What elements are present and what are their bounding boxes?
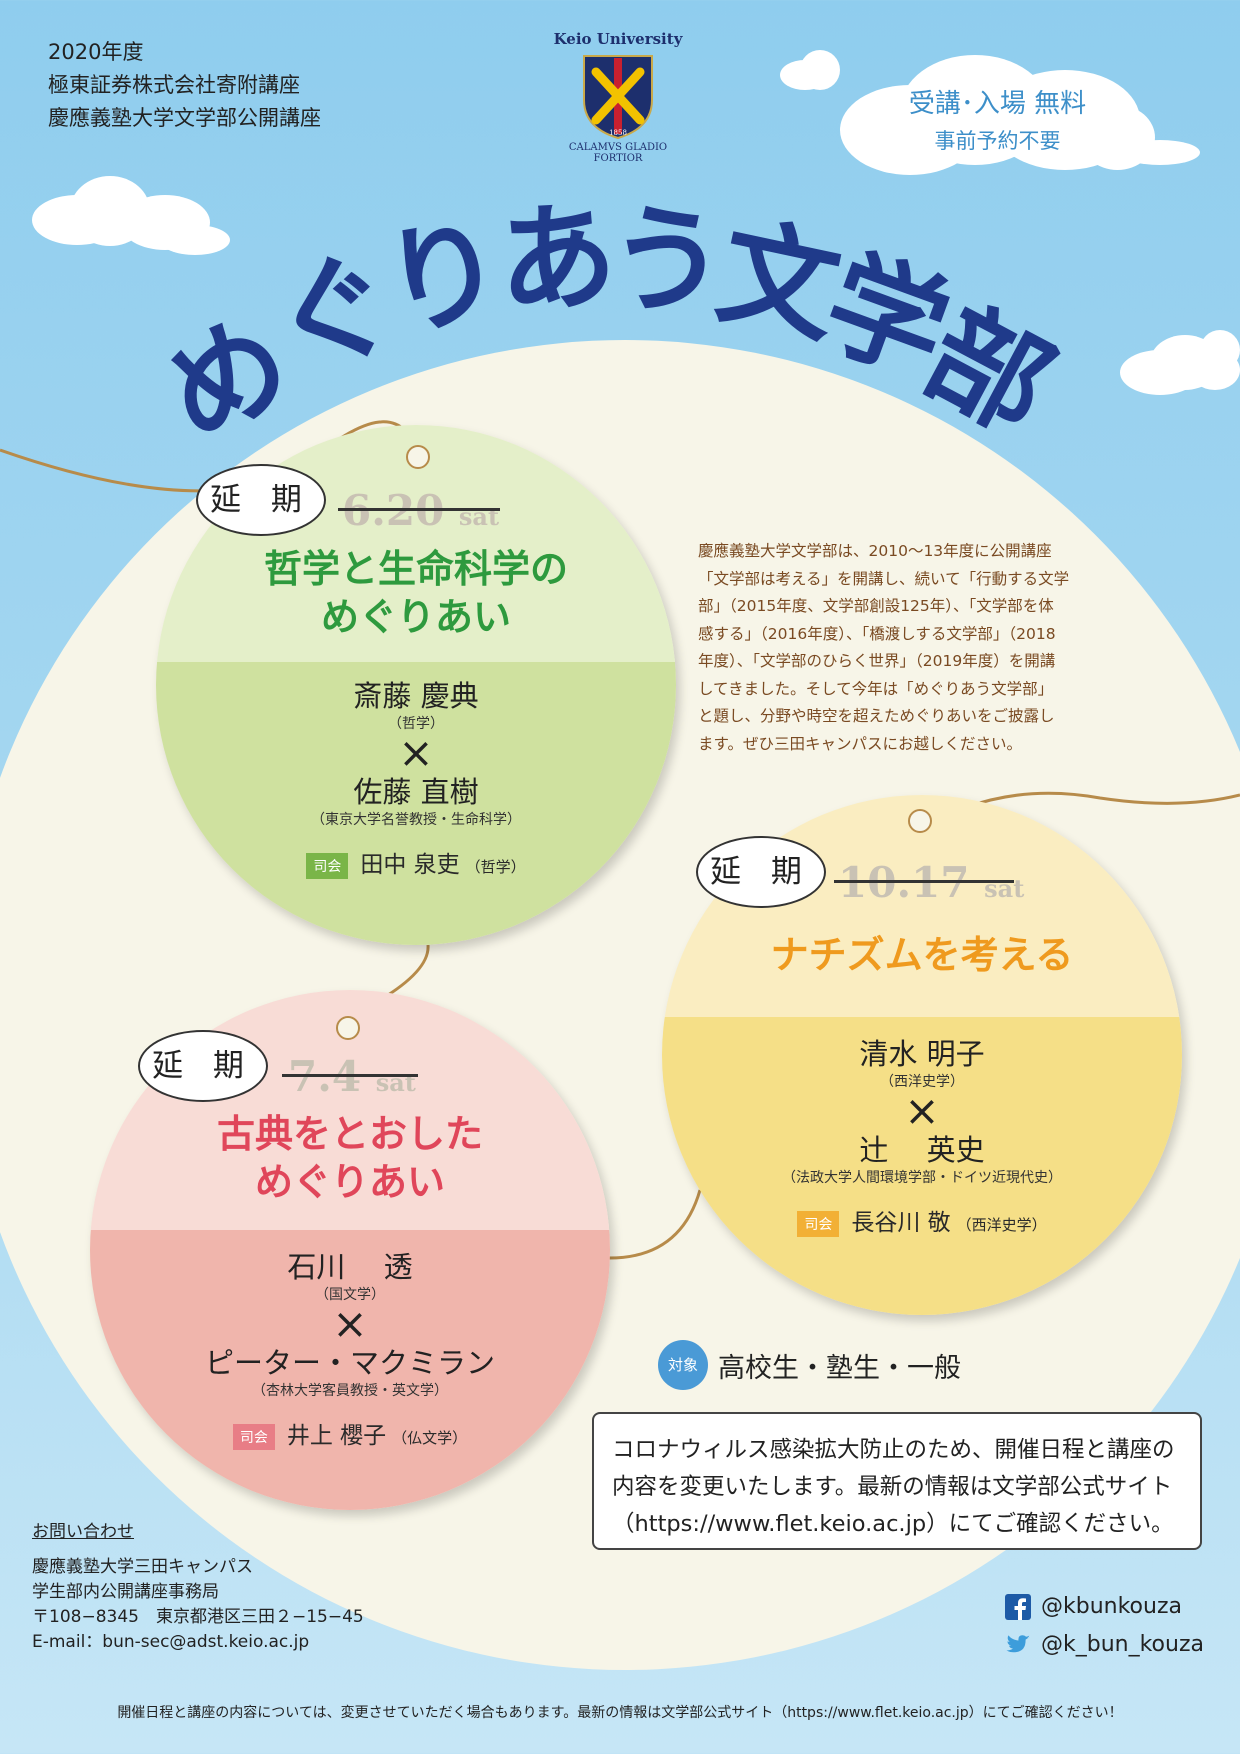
lecture-speakers: 斎藤 慶典 （哲学） × 佐藤 直樹 （東京大学名誉教授・生命科学） 司会田中 … (156, 677, 676, 879)
speaker-affiliation: （西洋史学） (880, 1074, 964, 1090)
logo-motto: CALAMVS GLADIO FORTIOR (568, 142, 668, 164)
lecture-title: ナチズムを考える (770, 933, 1074, 977)
contact-info: お問い合わせ 慶應義塾大学三田キャンパス 学生部内公開講座事務局 〒108−83… (32, 1520, 364, 1655)
moderator-affiliation: （仏文学） (392, 1429, 468, 1447)
contact-heading: お問い合わせ (32, 1522, 134, 1542)
moderator: 司会田中 泉吏 （哲学） (156, 845, 676, 879)
date-strike (282, 1074, 418, 1077)
moderator-name: 田中 泉吏 (360, 852, 460, 878)
moderator-badge: 司会 (797, 1210, 840, 1237)
header-block: 2020年度 極東証券株式会社寄附講座 慶應義塾大学文学部公開講座 (48, 36, 321, 135)
lecture-title: 古典をとおした めぐりあい (216, 1112, 483, 1204)
logo-university: Keio University (553, 30, 683, 48)
admission-cloud: 受講･入場 無料 事前予約不要 (840, 55, 1200, 175)
tag-hole (908, 809, 932, 833)
postponed-badge: 延 期 (196, 464, 326, 536)
speaker-name: 石川 透 (287, 1250, 413, 1284)
speaker-affiliation: （哲学） (388, 716, 444, 732)
lecture-speakers: 清水 明子 （西洋史学） × 辻 英史 （法政大学人間環境学部・ドイツ近現代史）… (662, 1035, 1182, 1237)
header-sponsor: 極東証券株式会社寄附講座 (48, 73, 300, 97)
covid-notice: コロナウィルス感染拡大防止のため、開催日程と講座の 内容を変更いたします。最新の… (592, 1412, 1202, 1550)
description: 慶應義塾大学文学部は、2010〜13年度に公開講座 「文学部は考える」を開講し、… (698, 542, 1070, 753)
moderator: 司会長谷川 敬 （西洋史学） (662, 1203, 1182, 1237)
moderator-name: 井上 櫻子 (286, 1423, 387, 1449)
footer-note: 開催日程と講座の内容については、変更させていただく場合もあります。最新の情報は文… (117, 1705, 1123, 1721)
lecture-title: 哲学と生命科学の めぐりあい (263, 547, 568, 639)
contact-line: 慶應義塾大学三田キャンパス (32, 1557, 253, 1577)
facebook-link[interactable]: @kbunkouza (1005, 1588, 1204, 1626)
speaker-affiliation: （法政大学人間環境学部・ドイツ近現代史） (782, 1170, 1062, 1186)
speaker-name: 清水 明子 (859, 1037, 985, 1071)
lecture-tag-1: 哲学と生命科学の めぐりあい 斎藤 慶典 （哲学） × 佐藤 直樹 （東京大学名… (156, 425, 676, 945)
cross-mark: × (904, 1086, 940, 1135)
moderator-affiliation: （哲学） (465, 858, 526, 876)
cross-mark: × (398, 728, 434, 777)
contact-email[interactable]: E-mail：bun-sec@adst.keio.ac.jp (32, 1632, 310, 1652)
moderator-affiliation: （西洋史学） (956, 1216, 1047, 1234)
cross-mark: × (332, 1299, 368, 1348)
contact-line: 学生部内公開講座事務局 (32, 1582, 219, 1602)
date-strike (338, 508, 500, 511)
moderator-badge: 司会 (306, 852, 349, 879)
tag-hole (336, 1016, 360, 1040)
tag-hole (406, 445, 430, 469)
facebook-icon (1005, 1594, 1031, 1620)
svg-text:1858: 1858 (609, 129, 627, 137)
speaker-name: 斎藤 慶典 (353, 679, 479, 713)
speaker-affiliation: （国文学） (315, 1287, 385, 1303)
keio-logo: Keio University 1858 CALAMVS GLADIO FORT… (548, 30, 688, 180)
lecture-speakers: 石川 透 （国文学） × ピーター・マクミラン （杏林大学客員教授・英文学） 司… (90, 1248, 610, 1450)
twitter-icon (1005, 1632, 1031, 1658)
speaker-name: ピーター・マクミラン (204, 1346, 495, 1380)
admission-fee: 受講･入場 無料 (908, 89, 1087, 119)
twitter-link[interactable]: @k_bun_kouza (1005, 1626, 1204, 1664)
speaker-name: 辻 英史 (859, 1133, 985, 1167)
postponed-badge: 延 期 (696, 836, 826, 908)
moderator: 司会井上 櫻子 （仏文学） (90, 1416, 610, 1450)
shield-icon: 1858 (582, 54, 654, 140)
target-audience: 対象高校生・塾生・一般 (658, 1340, 961, 1390)
contact-line: 〒108−8345 東京都港区三田２−15−45 (32, 1607, 364, 1627)
header-program: 慶應義塾大学文学部公開講座 (48, 106, 321, 130)
moderator-name: 長谷川 敬 (851, 1210, 951, 1236)
moderator-badge: 司会 (232, 1423, 275, 1450)
speaker-affiliation: （杏林大学客員教授・英文学） (252, 1383, 448, 1399)
date-strike (834, 880, 1014, 883)
speaker-affiliation: （東京大学名誉教授・生命科学） (311, 812, 521, 828)
speaker-name: 佐藤 直樹 (353, 775, 479, 809)
social-links: @kbunkouza @k_bun_kouza (1005, 1588, 1204, 1664)
header-year: 2020年度 (48, 40, 144, 64)
lecture-tag-2: 古典をとおした めぐりあい 石川 透 （国文学） × ピーター・マクミラン （杏… (90, 990, 610, 1510)
reservation-note: 事前予約不要 (934, 129, 1061, 153)
target-badge: 対象 (658, 1340, 708, 1390)
postponed-badge: 延 期 (138, 1030, 268, 1102)
target-value: 高校生・塾生・一般 (718, 1352, 961, 1384)
